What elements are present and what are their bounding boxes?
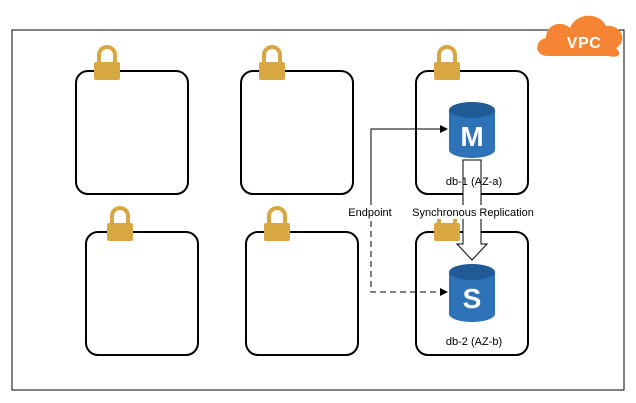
endpoint-label-bg (343, 205, 397, 219)
vpc-label: VPC (567, 35, 601, 52)
replication-label: Synchronous Replication (412, 207, 534, 219)
security-group-box (75, 70, 189, 195)
master-db-letter: M (460, 121, 483, 152)
standby-db-letter: S (463, 283, 482, 314)
endpoint-label: Endpoint (348, 207, 391, 219)
vpc-cloud-icon: VPC (537, 15, 623, 57)
replication-label-bg (414, 205, 532, 219)
standby-database-icon: S (449, 264, 495, 322)
db-1-label: db-1 (AZ-a) (446, 176, 502, 188)
endpoint-line-to-master (370, 125, 448, 205)
master-database-icon: M (449, 102, 495, 158)
security-group-box (240, 70, 354, 195)
endpoint-line-to-standby (370, 221, 448, 296)
security-group-box (85, 231, 199, 356)
security-group-box (245, 231, 359, 356)
db-2-label: db-2 (AZ-b) (446, 336, 502, 348)
